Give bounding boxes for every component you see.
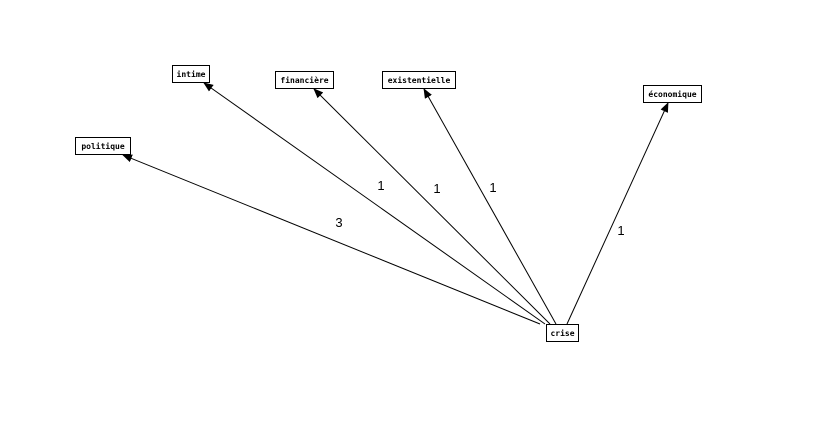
node-intime[interactable]: intime xyxy=(172,65,210,83)
edge-weight-economique: 1 xyxy=(617,223,624,238)
node-label-politique: politique xyxy=(81,141,125,151)
node-label-financiere: financière xyxy=(280,75,328,85)
node-box-economique xyxy=(643,85,702,103)
node-crise[interactable]: crise xyxy=(546,324,579,342)
node-label-economique: économique xyxy=(648,89,696,99)
edge-weight-politique: 3 xyxy=(335,215,342,230)
node-label-existentielle: existentielle xyxy=(388,75,451,85)
node-label-crise: crise xyxy=(550,328,574,338)
nodes-layer: crise intime financière existentielle économ… xyxy=(75,65,702,342)
node-economique[interactable]: économique xyxy=(643,85,702,103)
node-politique[interactable]: politique xyxy=(75,137,131,155)
edge-weight-financiere: 1 xyxy=(433,181,440,196)
node-box-intime xyxy=(172,65,210,83)
edge-crise-existentielle xyxy=(423,88,557,325)
node-box-financiere xyxy=(275,71,334,89)
node-financiere[interactable]: financière xyxy=(275,71,334,89)
node-existentielle[interactable]: existentielle xyxy=(382,71,456,89)
node-box-politique xyxy=(75,137,131,155)
node-box-existentielle xyxy=(382,71,456,89)
node-label-intime: intime xyxy=(177,69,206,79)
edge-crise-financiere xyxy=(313,88,551,325)
edge-crise-politique xyxy=(122,154,541,325)
edge-crise-intime xyxy=(203,82,546,325)
edges-layer: 3 1 1 1 1 xyxy=(122,82,669,325)
edge-weight-existentielle: 1 xyxy=(489,180,496,195)
edge-weight-intime: 1 xyxy=(377,178,384,193)
edge-crise-economique xyxy=(566,102,669,325)
node-box-crise xyxy=(546,324,579,342)
